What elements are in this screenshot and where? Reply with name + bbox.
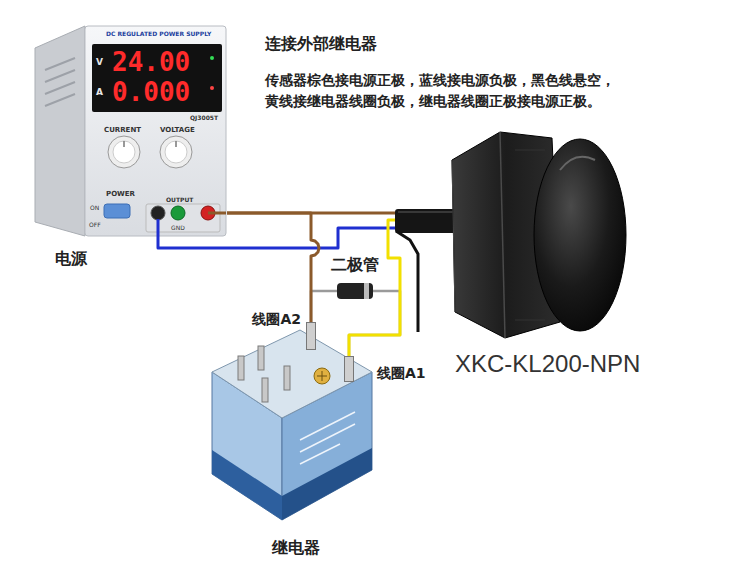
relay-pin — [258, 346, 264, 370]
sensor: XKC-KL200-NPN — [395, 128, 628, 338]
note: 传感器棕色接电源正极，蓝线接电源负极，黑色线悬空， 黄线接继电器线圈负极，继电器… — [265, 70, 622, 112]
unit-label: A — [96, 87, 103, 98]
relay-pin — [238, 356, 244, 380]
model-number: QJ3005T — [190, 114, 218, 121]
relay-pin — [262, 378, 268, 402]
indicator — [210, 86, 214, 90]
knob-mark — [123, 141, 125, 147]
brown-wire — [227, 213, 319, 322]
heading: 连接外部继电器 — [265, 34, 377, 53]
blue-wire-stub — [157, 219, 160, 237]
relay: 继电器线圈A2线圈A1 — [212, 322, 372, 520]
knob-cap — [165, 141, 187, 163]
vent — [45, 82, 75, 94]
sticker-line — [300, 444, 340, 464]
display-value: 24.00 — [112, 47, 190, 78]
relay-base — [282, 448, 372, 520]
nut-facet — [452, 160, 455, 312]
blue-wire — [158, 228, 395, 248]
psu-side — [35, 26, 85, 236]
coil-terminal: 线圈A2 — [306, 322, 316, 350]
thread-line — [515, 320, 545, 321]
brand-text: DC REGULATED POWER SUPPLY — [106, 30, 211, 37]
coil-terminal: 线圈A1 — [344, 356, 354, 382]
sticker-line — [300, 424, 355, 452]
display-value: 0.000 — [112, 77, 190, 108]
knob-label: CURRENT — [104, 126, 141, 134]
sticker-line — [300, 412, 355, 440]
diode-lead — [349, 291, 400, 356]
brown-wire-stub — [208, 212, 226, 215]
relay-sticker — [300, 412, 355, 464]
model-label: XKC-KL200-NPN — [455, 350, 640, 379]
thread-line — [515, 150, 545, 151]
psu-front — [85, 26, 226, 236]
pin-label: 线圈A2 — [252, 311, 301, 328]
terminal-negative — [151, 206, 165, 220]
power-button — [104, 204, 130, 218]
screw-slot — [322, 371, 323, 381]
pin-label: 线圈A1 — [377, 365, 426, 382]
part-label: 二极管 — [331, 255, 379, 274]
knob-cap — [113, 141, 135, 163]
knob — [108, 136, 140, 168]
switch-label: ON — [90, 204, 99, 211]
terminal-label: GND — [171, 224, 185, 231]
psu-vents — [45, 58, 75, 106]
panel-label: OUTPUT — [166, 196, 193, 203]
sensor-cap — [534, 139, 626, 331]
relay-screw — [314, 368, 330, 384]
terminal-ground — [171, 206, 185, 220]
knob-mark — [175, 141, 177, 147]
diode: 二极管 — [337, 283, 373, 299]
switch-label: OFF — [89, 221, 101, 228]
psu-display — [92, 44, 222, 112]
part-label: 电源 — [55, 249, 87, 268]
unit-label: V — [96, 57, 103, 68]
nut-facet — [500, 132, 505, 338]
vent — [45, 94, 75, 106]
knob-label: VOLTAGE — [160, 126, 195, 134]
button-label: POWER — [106, 190, 135, 198]
relay-base — [212, 450, 282, 520]
vent — [45, 70, 75, 82]
vent — [45, 58, 75, 70]
diode-lead — [311, 291, 337, 322]
cap-highlight — [560, 157, 595, 170]
knob — [160, 136, 192, 168]
indicator — [210, 56, 214, 60]
relay-pin — [284, 366, 290, 390]
part-label: 继电器 — [272, 538, 320, 557]
